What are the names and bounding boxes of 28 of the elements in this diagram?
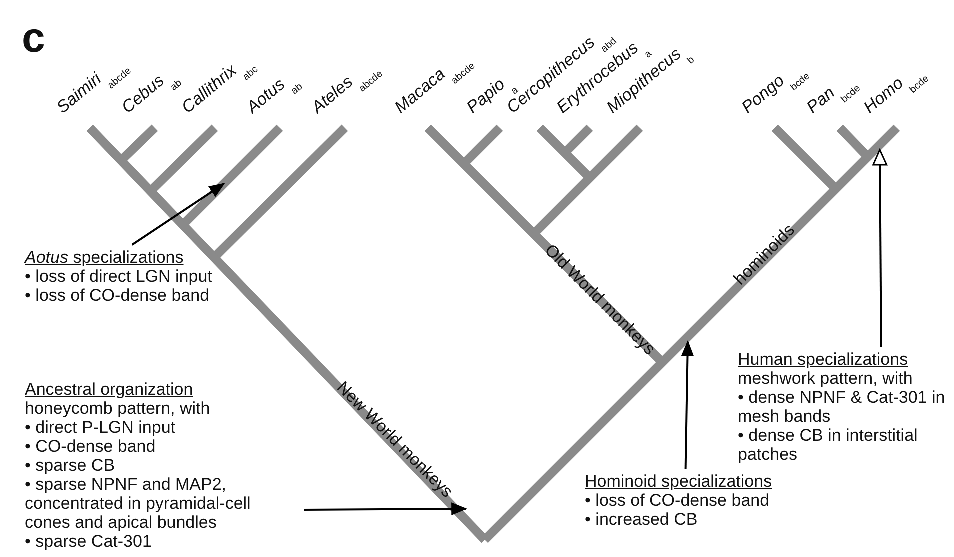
taxon-code: abc — [241, 64, 260, 84]
taxon-code: ab — [289, 82, 306, 98]
annotation-heading: Aotus specializations — [25, 248, 185, 267]
taxon-code: bcde — [839, 83, 863, 106]
arrow — [304, 502, 468, 516]
arrow — [132, 183, 226, 246]
annotation-heading: Ancestral organization — [25, 380, 194, 399]
annotation-text: • direct P-LGN input — [25, 418, 177, 437]
annotation-text: • sparse Cat-301 — [25, 532, 153, 551]
annotation-text: honeycomb pattern, with — [25, 399, 212, 418]
annotation-text: • dense NPNF & Cat-301 in mesh bands — [738, 388, 946, 426]
taxon-code: ab — [168, 78, 184, 94]
annotation-text: • sparse CB — [25, 456, 116, 475]
annotation-text: meshwork pattern, with — [738, 369, 914, 388]
arrow — [681, 340, 694, 470]
annotation-text: • sparse NPNF and MAP2, concentrated in pyramidal-cell cones and apical bundles — [25, 475, 252, 532]
arrow — [872, 149, 888, 347]
annotation-text: • loss of CO-dense band — [585, 491, 771, 510]
annotation-heading: Human specializations — [738, 350, 910, 369]
annotation-text: • CO-dense band — [25, 437, 157, 456]
panel-letter: c — [22, 14, 46, 62]
taxon-code: b — [686, 54, 697, 67]
annotation-text: • increased CB — [585, 510, 699, 529]
taxon-code: bcde — [908, 74, 932, 96]
annotation-text: • loss of direct LGN input — [25, 267, 214, 286]
annotation-heading: Hominoid specializations — [585, 472, 774, 491]
annotation-text: • dense CB in interstitial patches — [738, 426, 919, 464]
annotation-text: • loss of CO-dense band — [25, 286, 211, 305]
